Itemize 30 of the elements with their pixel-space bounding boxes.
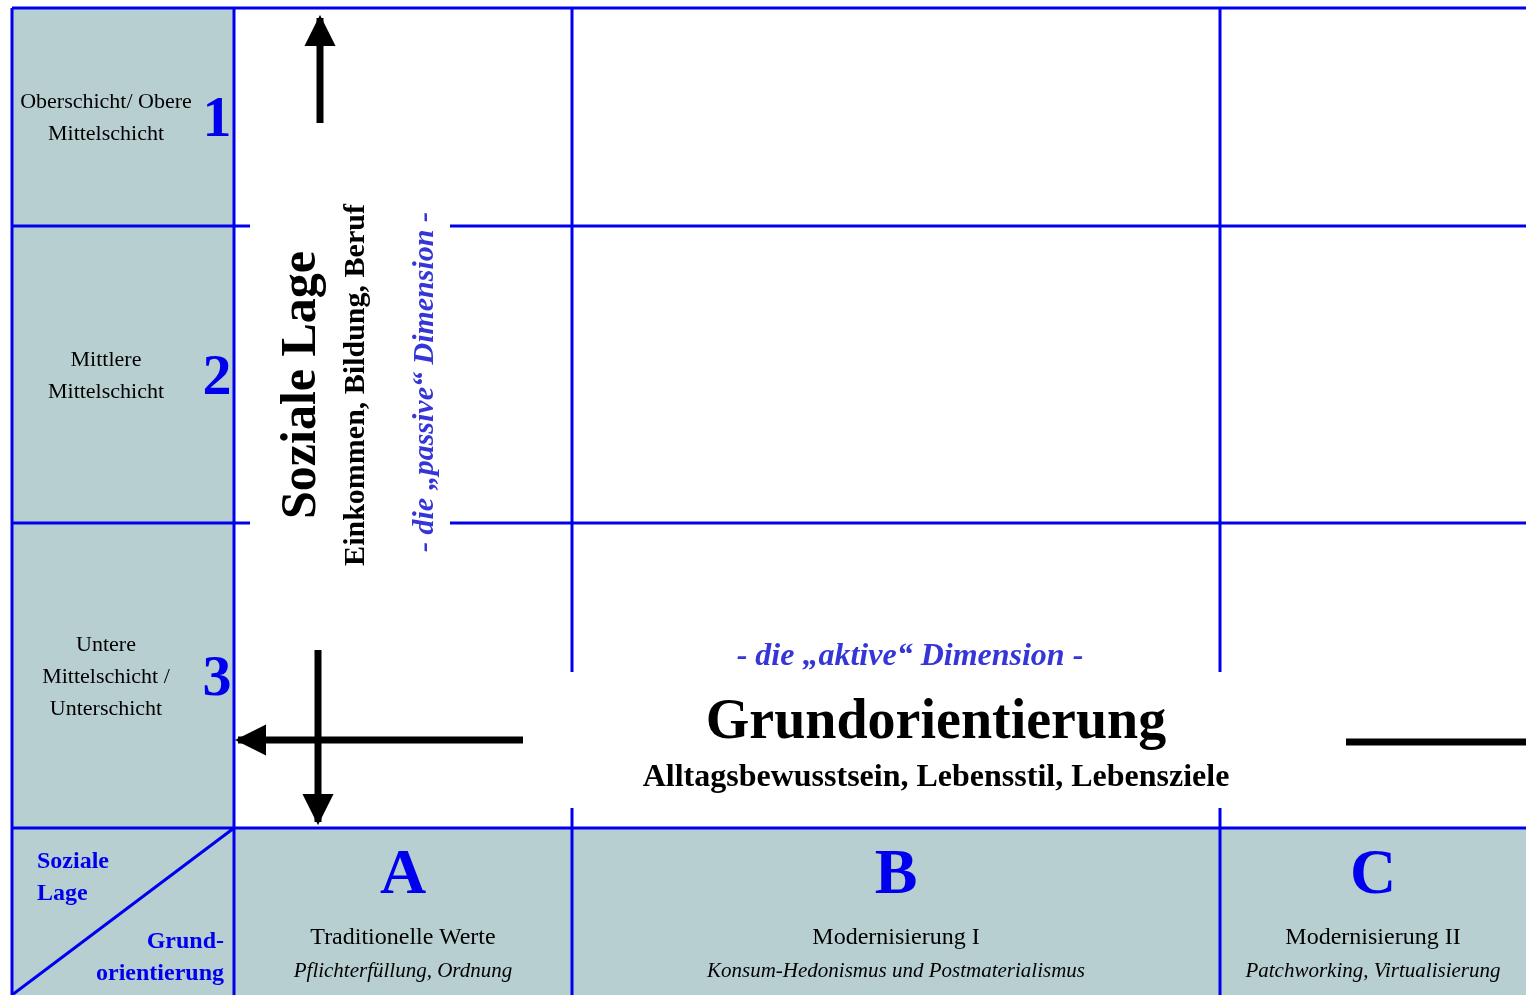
row-label: Untere Mittelschicht / Unterschicht: [41, 629, 171, 722]
row-axis-label: Soziale Lage: [37, 846, 110, 907]
column-subtitle: Pflichterfüllung, Ordnung: [293, 957, 513, 983]
column-letter: A: [379, 840, 427, 904]
column-subtitle: Konsum-Hedonismus und Postmaterialismus: [707, 957, 1085, 983]
row-label: Oberschicht/ Obere Mittelschicht: [20, 87, 192, 147]
row-number: 1: [201, 88, 233, 146]
row-number: 3: [201, 646, 233, 705]
axis-subtitle: Einkommen, Bildung, Beruf: [336, 204, 370, 566]
column-title: Modernisierung I: [812, 922, 980, 951]
axis-title: Soziale Lage: [270, 251, 326, 519]
column-axis-label: Grund- orientierung: [95, 926, 224, 987]
column-letter: B: [874, 840, 918, 904]
column-title: Traditionelle Werte: [310, 922, 496, 951]
dimension-label: - die „aktive“ Dimension -: [736, 637, 1084, 673]
column-letter: C: [1349, 840, 1397, 904]
row-header-cell: [12, 8, 234, 226]
axis-subtitle: Alltagsbewusstsein, Lebensstil, Lebensziele: [642, 758, 1230, 794]
column-subtitle: Patchworking, Virtualisierung: [1245, 957, 1501, 983]
row-label: Mittlere Mittelschicht: [46, 344, 166, 405]
row-header-cell: [12, 523, 234, 828]
row-number: 2: [201, 345, 233, 404]
column-header-cell: [572, 828, 1220, 995]
column-header-cell: [1220, 828, 1526, 995]
corner-cell: [12, 828, 234, 995]
column-title: Modernisierung II: [1285, 922, 1461, 951]
row-header-cell: [12, 226, 234, 523]
dimension-label: - die „passive“ Dimension -: [405, 212, 439, 552]
column-header-cell: [234, 828, 572, 995]
axis-title: Grundorientierung: [705, 689, 1167, 751]
